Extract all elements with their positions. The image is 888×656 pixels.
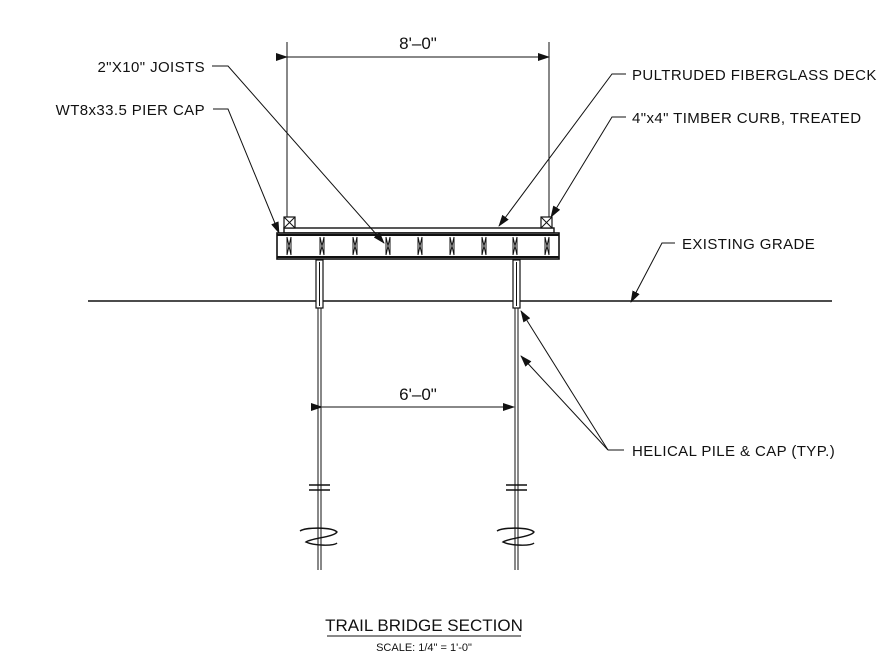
helical-pile-right bbox=[496, 259, 535, 570]
pier-cap-callout: WT8x33.5 PIER CAP bbox=[56, 102, 205, 119]
existing-grade-callout: EXISTING GRADE bbox=[682, 236, 815, 253]
title-block: TRAIL BRIDGE SECTION SCALE: 1/4" = 1'-0" bbox=[325, 616, 523, 654]
joists bbox=[286, 236, 550, 256]
timber-curb-callout: 4"x4" TIMBER CURB, TREATED bbox=[632, 110, 861, 127]
pile-spacing-label: 6'–0" bbox=[399, 385, 437, 404]
helical-pile-callout: HELICAL PILE & CAP (TYP.) bbox=[632, 443, 835, 460]
fiberglass-deck-callout: PULTRUDED FIBERGLASS DECK bbox=[632, 67, 877, 84]
timber-curb-right bbox=[540, 216, 553, 229]
joists-callout: 2"X10" JOISTS bbox=[97, 59, 205, 76]
helical-pile-left bbox=[299, 259, 338, 570]
pile-spacing-dimension: 6'–0" bbox=[311, 385, 515, 411]
deck-assembly bbox=[276, 216, 560, 260]
drawing-scale: SCALE: 1/4" = 1'-0" bbox=[376, 642, 472, 654]
leader-lines bbox=[212, 65, 675, 451]
timber-curb-left bbox=[283, 216, 296, 229]
drawing-title: TRAIL BRIDGE SECTION bbox=[325, 616, 523, 635]
deck-width-label: 8'–0" bbox=[399, 34, 437, 53]
deck-width-dimension: 8'–0" bbox=[276, 34, 550, 220]
